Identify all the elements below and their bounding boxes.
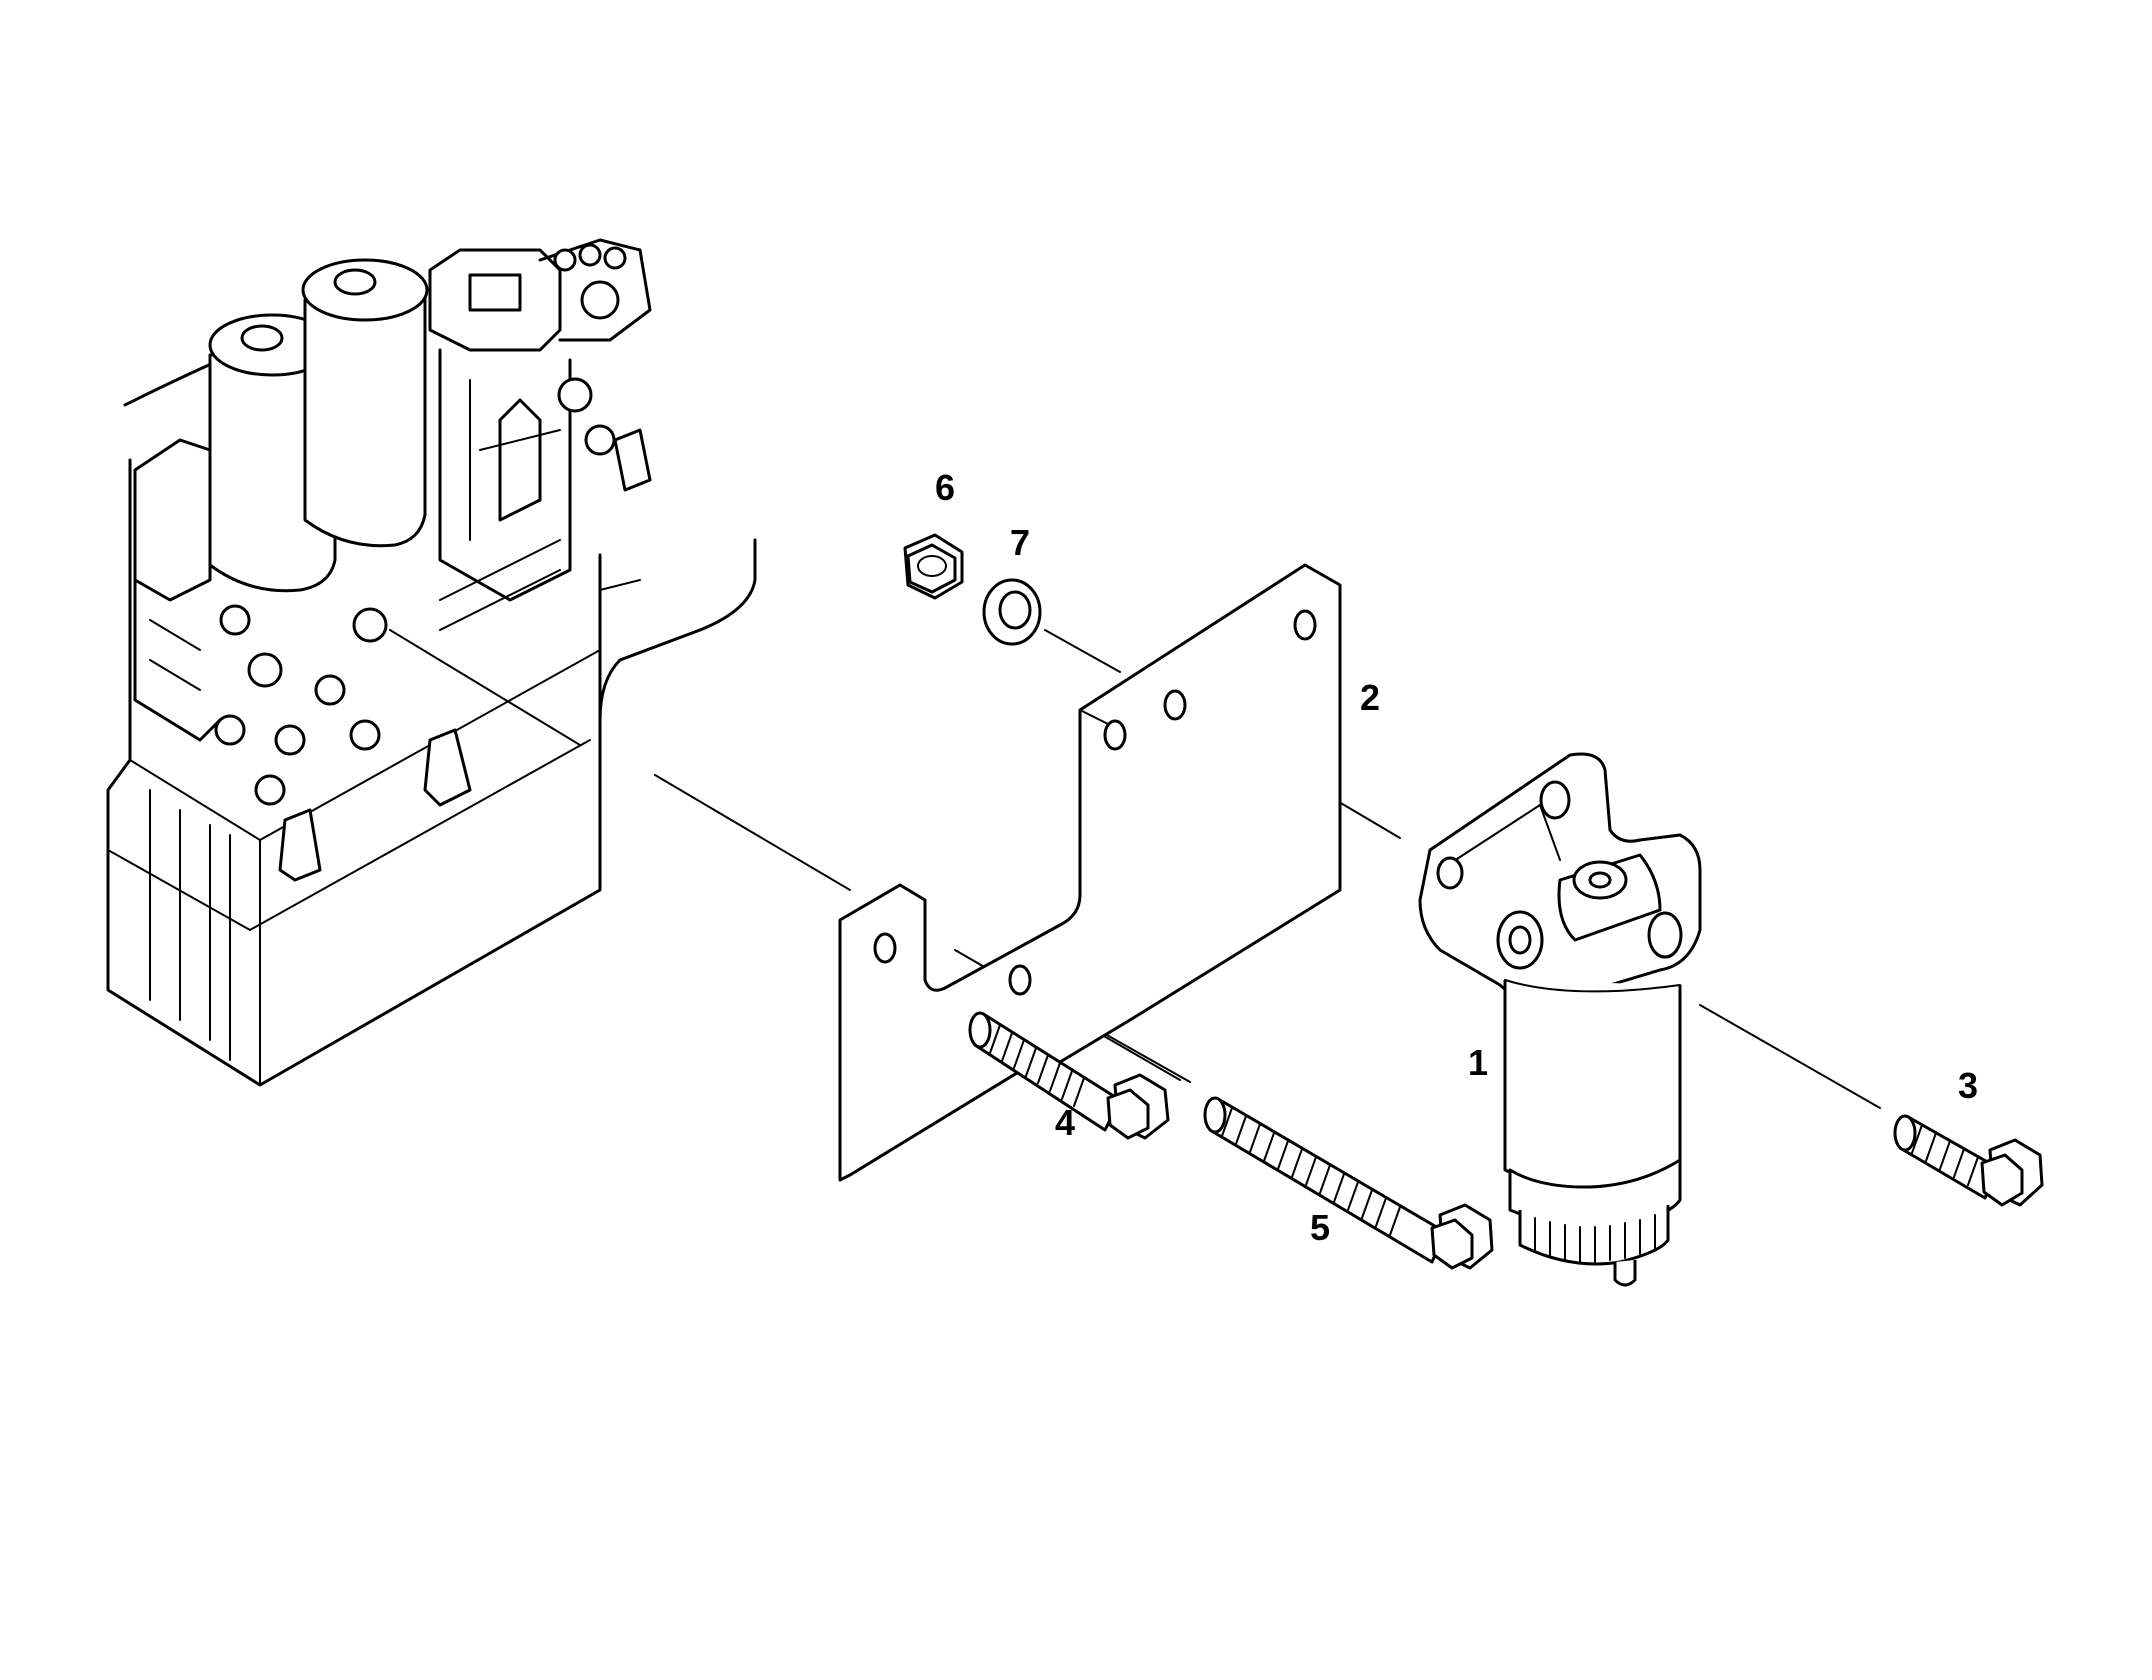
callout-3: 3 (1958, 1065, 1978, 1106)
engine-block-edge (598, 538, 757, 722)
filter-port-front-hole (1508, 925, 1532, 955)
bracket-hole-2 (1103, 719, 1127, 751)
filter-head-hole-left (1436, 856, 1464, 890)
filter-drain-ribs (1534, 1214, 1656, 1263)
bolt-4 (968, 1011, 1170, 1140)
callouts: 1 2 3 4 5 6 7 (935, 467, 1978, 1248)
engine-assembly (106, 238, 757, 1087)
bracket-hole-3 (1163, 689, 1187, 721)
callout-1: 1 (1468, 1042, 1488, 1083)
bracket-hole-4 (1293, 609, 1317, 641)
filter-head-hole (1539, 780, 1571, 820)
filter-port-side (1647, 911, 1683, 959)
fuel-filter (1418, 752, 1702, 1287)
bracket-body (838, 563, 1342, 1182)
callout-7: 7 (1010, 522, 1030, 563)
hex-nut (903, 533, 964, 600)
filter-head (1418, 752, 1702, 1003)
engine-block-rail (107, 739, 591, 932)
injection-pump (428, 238, 652, 602)
callout-2: 2 (1360, 677, 1380, 718)
flat-washer (982, 578, 1042, 646)
filter-drain-plug (1613, 1260, 1637, 1287)
engine-block-ribs (149, 789, 231, 1061)
bracket-edges (839, 709, 1111, 1181)
filter-canister-top (1504, 979, 1681, 993)
bracket-hole-1 (873, 932, 897, 964)
callout-4: 4 (1055, 1102, 1075, 1143)
bolt-5 (1203, 1096, 1494, 1270)
filter-port-top-hole (1588, 871, 1612, 889)
callout-6: 6 (935, 467, 955, 508)
callout-5: 5 (1310, 1207, 1330, 1248)
mounting-bracket (838, 563, 1342, 1182)
bolt-3 (1893, 1114, 2044, 1207)
filter-canister (1503, 980, 1682, 1190)
engine-manifold (133, 438, 641, 882)
engine-filter-right (301, 258, 429, 548)
bracket-hole-5 (1008, 964, 1032, 996)
